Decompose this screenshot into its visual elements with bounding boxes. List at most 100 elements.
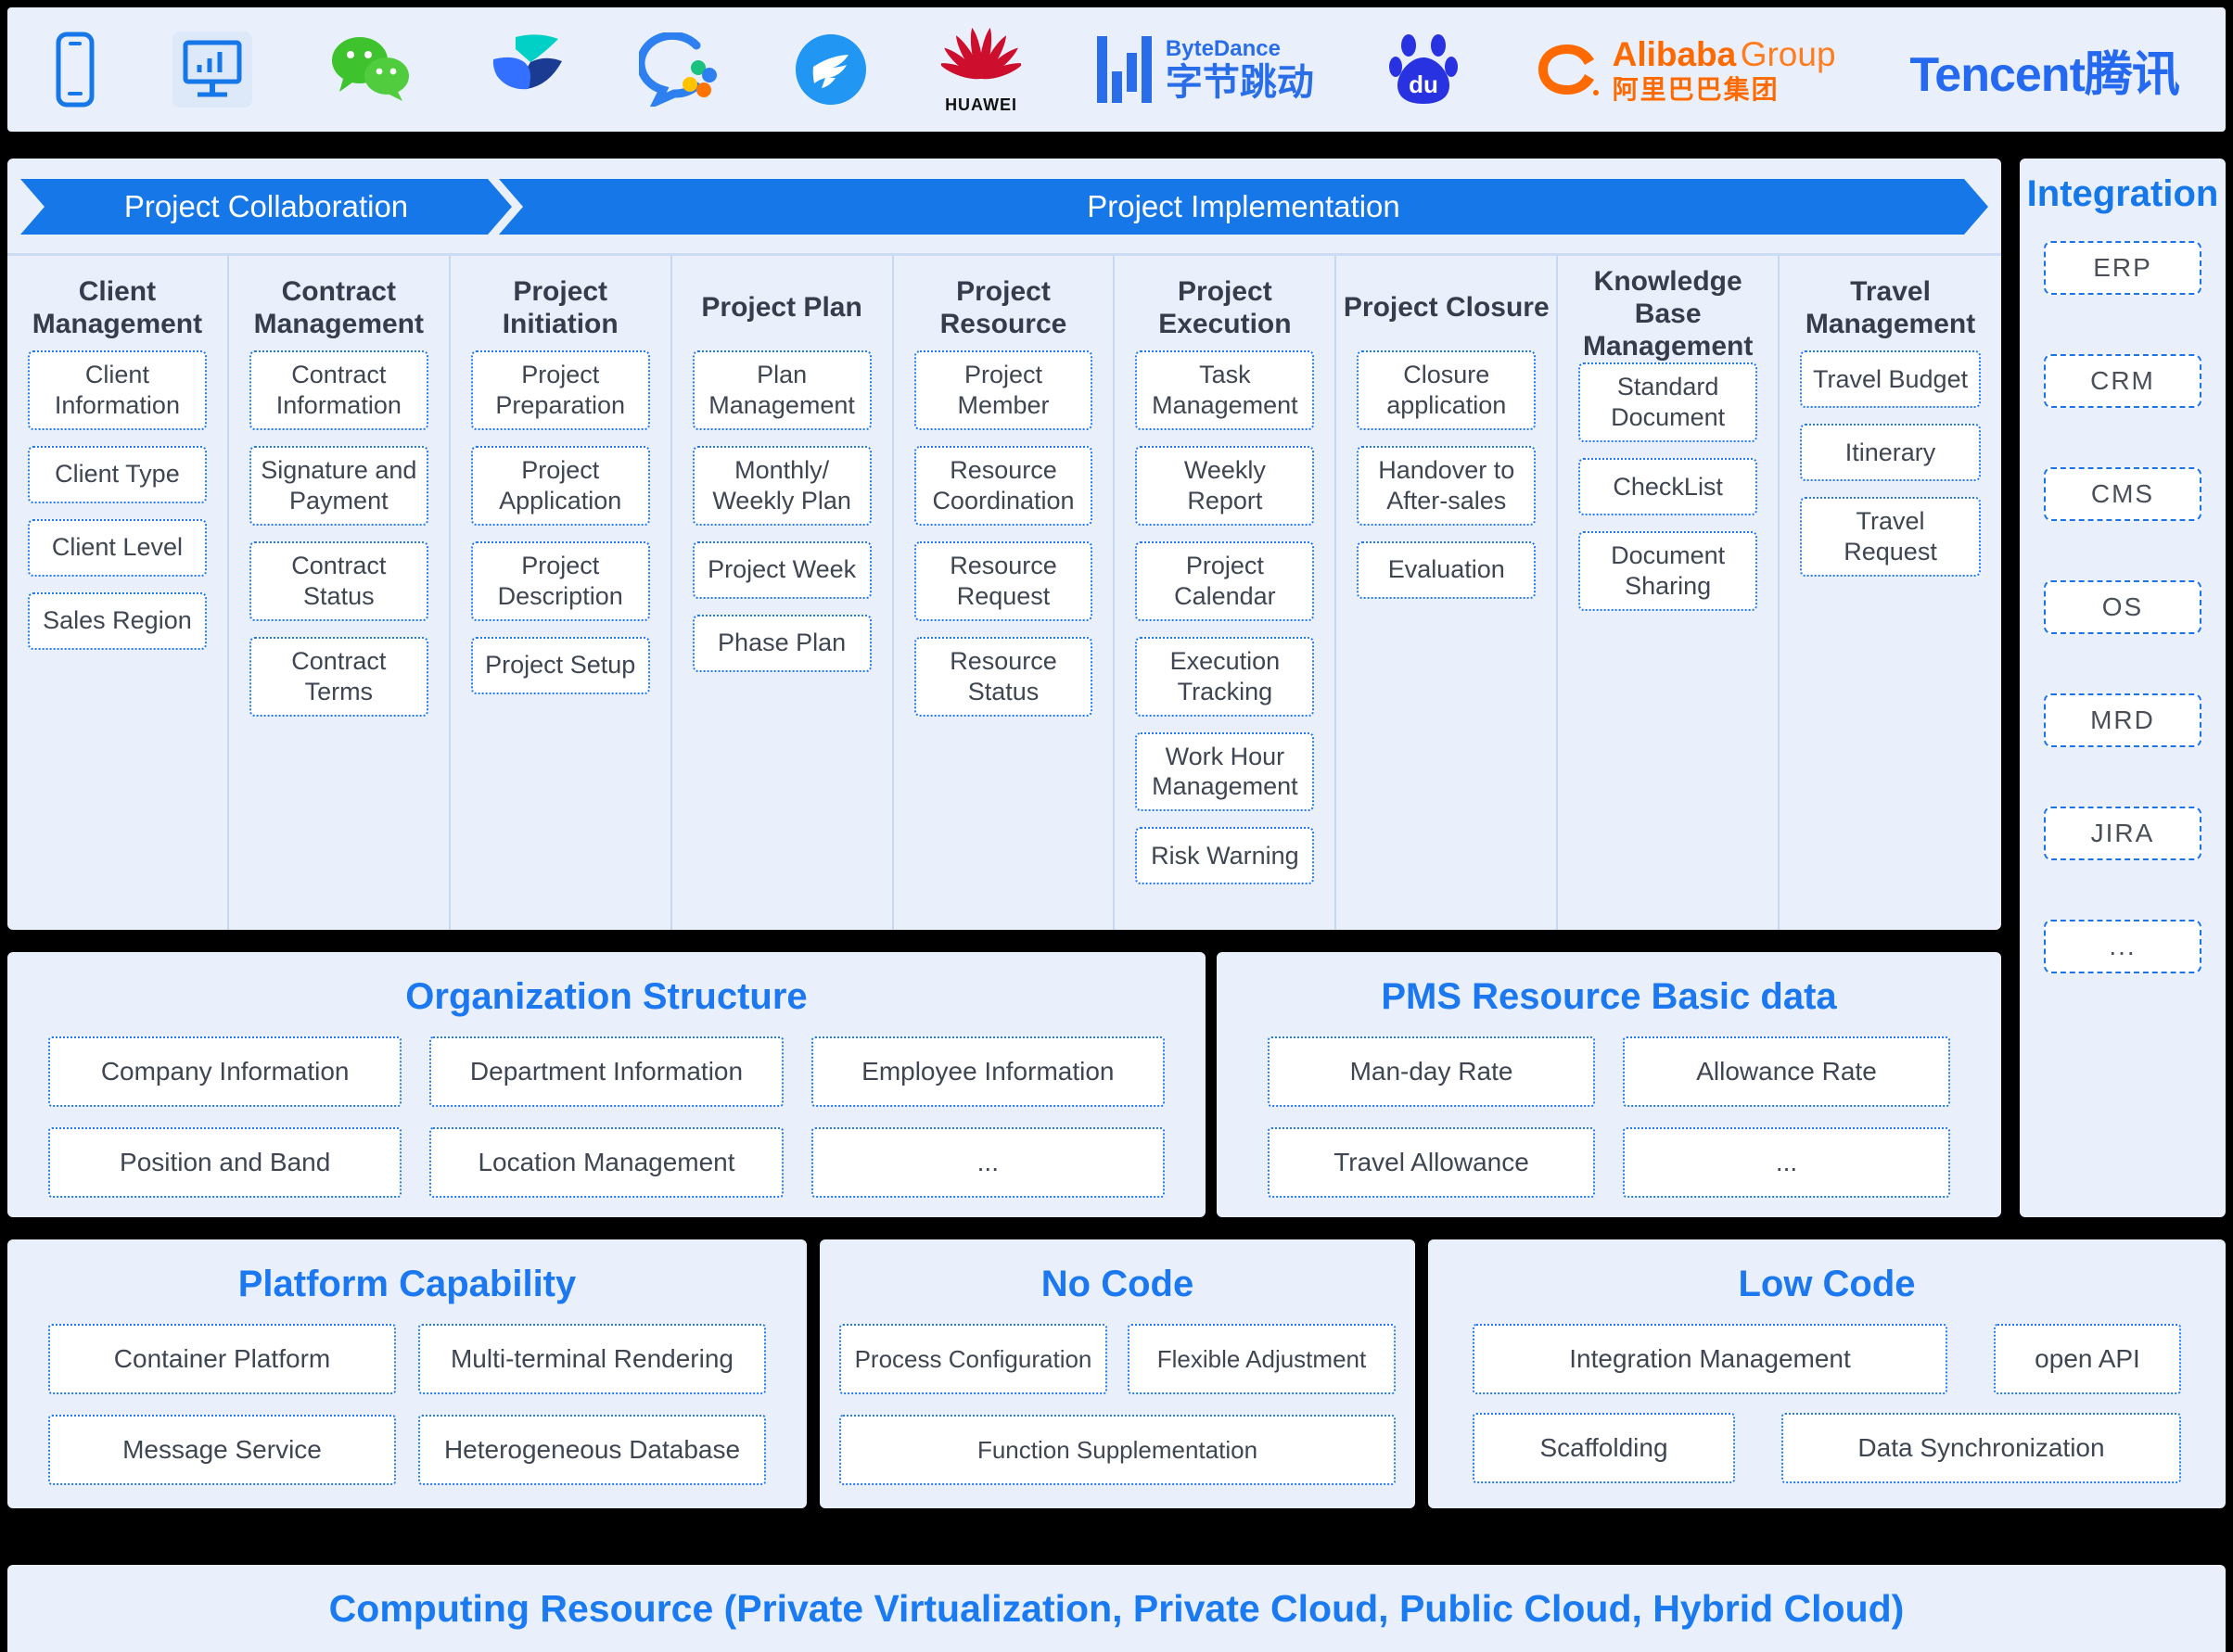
no-code-box: Flexible Adjustment — [1128, 1324, 1396, 1394]
module-box: Client Information — [28, 350, 207, 430]
dingtalk-icon — [795, 33, 867, 106]
no-code-title: No Code — [1040, 1264, 1194, 1304]
column-title: Knowledge Base Management — [1582, 266, 1754, 362]
no-code-box: Process Configuration — [839, 1324, 1107, 1394]
integration-title: Integration — [2026, 173, 2219, 214]
module-box: Itinerary — [1800, 424, 1981, 481]
integration-box: CRM — [2044, 354, 2201, 408]
column-title: Client Management — [32, 275, 203, 339]
module-box: Standard Document — [1578, 362, 1758, 443]
pms-box: Man-day Rate — [1268, 1036, 1595, 1107]
pms-resource-title: PMS Resource Basic data — [1381, 976, 1837, 1017]
feishu-lark-icon — [488, 33, 566, 106]
column-title: Project Initiation — [502, 275, 619, 339]
integration-box: JIRA — [2044, 807, 2201, 860]
low-code-row: Integration Management open API — [1473, 1324, 2181, 1394]
bytedance-wordmark-en: ByteDance — [1165, 36, 1281, 61]
module-box: Project Setup — [470, 636, 650, 694]
column-title: Project Execution — [1158, 275, 1292, 339]
org-box: Position and Band — [48, 1127, 402, 1198]
module-box: Project Member — [913, 350, 1093, 430]
bytedance-bars-icon — [1096, 36, 1152, 103]
module-box: Contract Status — [249, 540, 428, 621]
bytedance-logo: ByteDance 字节跳动 — [1095, 32, 1314, 107]
module-box: Resource Status — [913, 636, 1093, 717]
module-box: Sales Region — [28, 591, 207, 650]
module-box: Signature and Payment — [249, 445, 428, 526]
module-box: Execution Tracking — [1135, 636, 1315, 717]
platform-capability-title: Platform Capability — [237, 1264, 577, 1304]
integration-panel: Integration ERP CRM CMS OS MRD JIRA ... — [2020, 159, 2226, 1217]
project-flow-panel: Project Collaboration Project Implementa… — [7, 159, 2001, 930]
project-collaboration-arrow: Project Collaboration — [20, 179, 512, 235]
desktop-monitor-icon — [171, 28, 254, 111]
alibaba-wordmark-cn: 阿里巴巴集团 — [1612, 74, 1780, 104]
module-box: Weekly Report — [1135, 445, 1315, 526]
alibaba-mark-icon — [1538, 44, 1599, 95]
platform-box: Container Platform — [48, 1324, 396, 1394]
org-box: Department Information — [429, 1036, 784, 1107]
wechat-icon — [328, 34, 414, 105]
platform-grid: Container Platform Multi-terminal Render… — [48, 1324, 766, 1485]
bytedance-wordmark-cn: 字节跳动 — [1165, 62, 1314, 103]
huawei-petals-icon — [941, 27, 1022, 79]
module-box: Contract Terms — [249, 636, 428, 717]
low-code-title: Low Code — [1738, 1264, 1916, 1304]
platform-box: Multi-terminal Rendering — [418, 1324, 766, 1394]
module-box: Travel Budget — [1800, 350, 1981, 408]
module-box: Monthly/ Weekly Plan — [692, 445, 872, 526]
low-code-box: Integration Management — [1473, 1324, 1947, 1394]
flow-divider — [7, 253, 2001, 256]
column-project-plan: Project Plan Plan Management Monthly/ We… — [672, 256, 894, 930]
column-title: Travel Management — [1805, 275, 1976, 339]
pms-grid: Man-day Rate Allowance Rate Travel Allow… — [1268, 1036, 1950, 1198]
column-knowledge-base-management: Knowledge Base Management Standard Docum… — [1558, 256, 1780, 930]
low-code-panel: Low Code Integration Management open API… — [1428, 1239, 2226, 1508]
integration-boxes: ERP CRM CMS OS MRD JIRA ... — [2044, 241, 2201, 973]
no-code-box: Function Supplementation — [839, 1415, 1396, 1485]
alibaba-wordmark-group: Group — [1740, 34, 1836, 73]
module-box: Document Sharing — [1578, 531, 1758, 612]
platform-box: Heterogeneous Database — [418, 1415, 766, 1485]
module-box: Handover to After-sales — [1357, 445, 1537, 526]
huawei-wordmark: HUAWEI — [945, 95, 1018, 114]
module-box: Closure application — [1357, 350, 1537, 430]
integration-box: MRD — [2044, 693, 2201, 747]
no-code-grid: Process Configuration Flexible Adjustmen… — [839, 1324, 1396, 1394]
organization-structure-panel: Organization Structure Company Informati… — [7, 952, 1206, 1217]
org-box: ... — [810, 1127, 1165, 1198]
platform-capability-panel: Platform Capability Container Platform M… — [7, 1239, 807, 1508]
pms-box: Allowance Rate — [1623, 1036, 1950, 1107]
column-title: Project Closure — [1343, 292, 1550, 324]
module-box: Risk Warning — [1135, 827, 1315, 885]
module-box: Plan Management — [692, 350, 872, 430]
computing-resource-title: Computing Resource (Private Virtualizati… — [328, 1586, 1905, 1630]
pms-resource-panel: PMS Resource Basic data Man-day Rate All… — [1217, 952, 2001, 1217]
column-project-closure: Project Closure Closure application Hand… — [1336, 256, 1559, 930]
org-box: Company Information — [48, 1036, 402, 1107]
low-code-row: Scaffolding Data Synchronization — [1473, 1413, 2181, 1483]
flow-phase-arrows: Project Collaboration Project Implementa… — [20, 179, 1988, 235]
module-box: Evaluation — [1357, 540, 1537, 599]
organization-structure-title: Organization Structure — [405, 976, 808, 1017]
integration-box: ... — [2044, 920, 2201, 973]
module-box: Client Type — [28, 445, 207, 503]
module-box: Project Calendar — [1135, 540, 1315, 621]
low-code-box: Scaffolding — [1473, 1413, 1735, 1483]
column-project-execution: Project Execution Task Management Weekly… — [1115, 256, 1337, 930]
module-box: Project Description — [470, 540, 650, 621]
tencent-wordmark: Tencent腾讯 — [1909, 47, 2180, 102]
org-box: Employee Information — [810, 1036, 1165, 1107]
module-box: Phase Plan — [692, 614, 872, 672]
module-box: Task Management — [1135, 350, 1315, 430]
alibaba-wordmark-en: Alibaba — [1612, 34, 1737, 73]
integration-box: CMS — [2044, 467, 2201, 521]
module-box: Contract Information — [249, 350, 428, 430]
baidu-du-text: du — [1409, 70, 1438, 98]
low-code-box: Data Synchronization — [1781, 1413, 2181, 1483]
column-travel-management: Travel Management Travel Budget Itinerar… — [1780, 256, 2001, 930]
low-code-box: open API — [1994, 1324, 2181, 1394]
column-title: Project Plan — [701, 292, 862, 324]
pms-box: ... — [1623, 1127, 1950, 1198]
wecom-icon — [639, 32, 721, 107]
